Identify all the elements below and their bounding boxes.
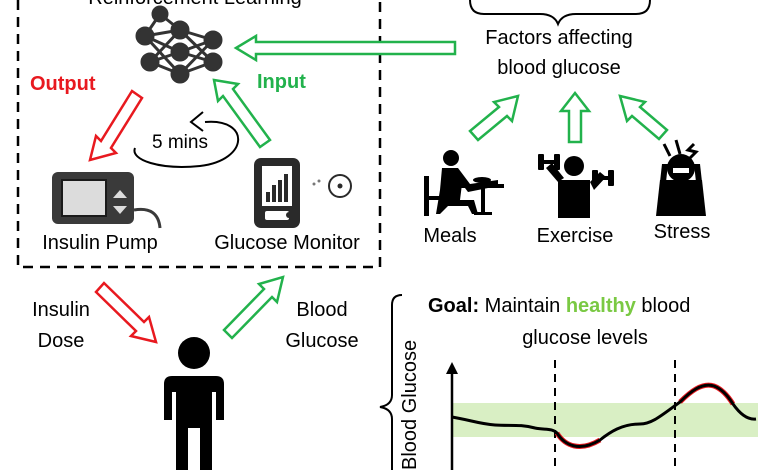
chart-y-axis-arrowhead [446, 362, 458, 374]
factors-brace [469, 0, 651, 27]
insulin-pump-label: Insulin Pump [42, 232, 158, 254]
blood-glucose-arrow [222, 275, 285, 340]
rl-title: Reinforcement Learning [60, 0, 330, 8]
blood-glucose-line2: Glucose [285, 330, 359, 352]
exercise-arrow [558, 90, 592, 144]
person-icon [164, 337, 224, 470]
factor-label-exercise: Exercise [536, 225, 614, 247]
exercise-icon [538, 154, 614, 218]
chart-axis-label: Blood Glucose [399, 339, 421, 470]
goal-part2: blood [635, 295, 691, 317]
glucose-monitor-label: Glucose Monitor [214, 232, 360, 254]
input-label: Input [257, 71, 306, 93]
insulin-dose-line2: Dose [37, 330, 85, 352]
neural-network-icon [135, 5, 223, 84]
goal-brace [379, 294, 403, 470]
factors-title-line2: blood glucose [497, 57, 621, 79]
goal-highlight: healthy [565, 295, 636, 317]
input-arrow [212, 78, 272, 149]
loop-label: 5 mins [152, 132, 208, 153]
factors-title-line1: Factors affecting [485, 27, 633, 49]
loop-arrow [133, 120, 240, 168]
factor-label-stress: Stress [653, 221, 711, 243]
goal-line1: Goal: Maintain healthy blood [428, 296, 690, 316]
insulin-pump-icon [52, 172, 162, 229]
insulin-dose-line1: Insulin [32, 299, 90, 321]
stress-arrow [618, 94, 669, 141]
stress-icon [656, 139, 706, 216]
insulin-dose-arrow [94, 281, 158, 344]
goal-part1: Maintain [479, 295, 566, 317]
loop-arrowhead [189, 111, 204, 132]
rl-dashed-box [16, 0, 382, 269]
factors-to-model-arrow [233, 33, 457, 63]
blood-glucose-line1: Blood [296, 299, 348, 321]
glucose-trace [451, 383, 757, 448]
goal-line2: glucose levels [522, 327, 648, 349]
factor-label-meals: Meals [423, 225, 477, 247]
meals-arrow [468, 94, 520, 142]
glucose-monitor-icon [254, 158, 352, 228]
meals-icon [424, 150, 504, 216]
healthy-band [452, 403, 758, 437]
output-label: Output [30, 73, 96, 95]
output-arrow [88, 89, 144, 162]
goal-prefix: Goal: [428, 295, 480, 317]
glucose-chart [446, 360, 758, 470]
